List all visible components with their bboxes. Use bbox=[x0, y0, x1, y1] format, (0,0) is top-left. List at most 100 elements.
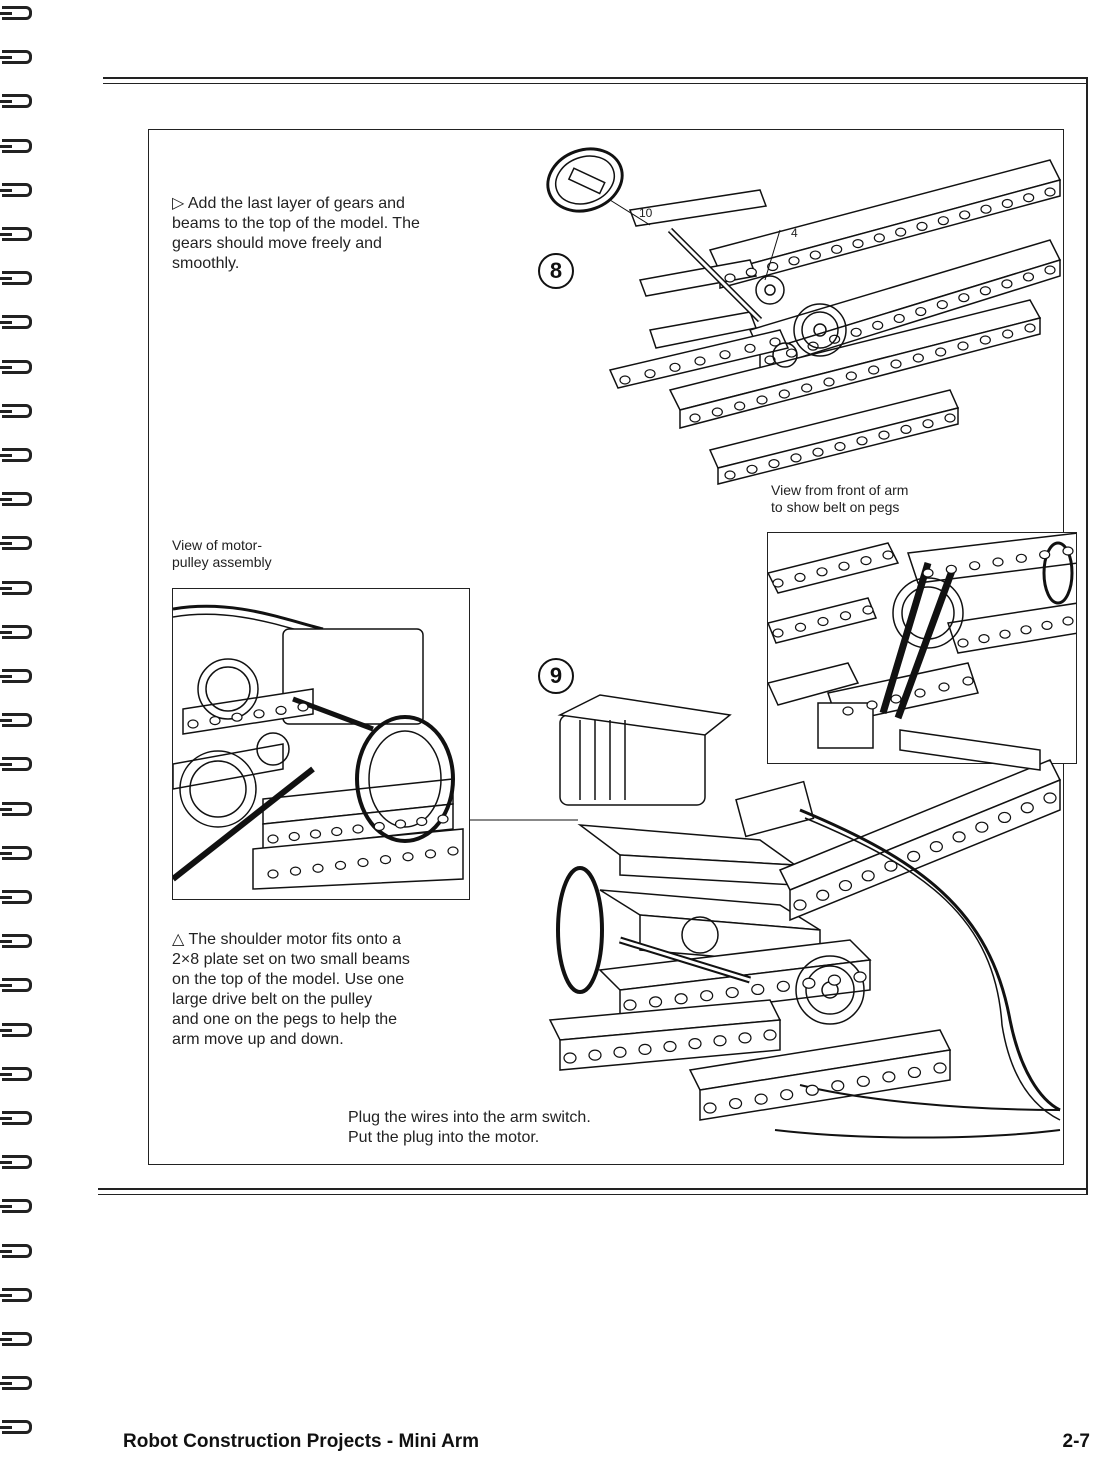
beam-hole bbox=[402, 852, 414, 862]
beam-hole bbox=[834, 441, 846, 452]
binding-ring bbox=[0, 182, 32, 197]
beam-hole bbox=[703, 1102, 717, 1114]
motor-pulley-illustration bbox=[173, 604, 464, 890]
beam-hole bbox=[962, 676, 974, 686]
beam-hole bbox=[915, 306, 927, 317]
beam-hole bbox=[912, 353, 924, 363]
binding-ring bbox=[0, 448, 32, 462]
beam-hole bbox=[725, 986, 739, 999]
beam-hole bbox=[978, 633, 990, 644]
beam-hole bbox=[929, 841, 943, 853]
beam-hole bbox=[719, 350, 731, 360]
beam-hole bbox=[957, 638, 969, 648]
bottom-rule-inner bbox=[98, 1194, 1088, 1195]
binding-ring bbox=[0, 492, 32, 507]
gear-illustration bbox=[755, 275, 847, 368]
binding-ring bbox=[0, 138, 32, 153]
beam-hole bbox=[447, 846, 459, 856]
pulley-wheel-illustration bbox=[546, 147, 624, 213]
binding-ring bbox=[0, 271, 32, 286]
step9-instruction: △ The shoulder motor fits onto a 2×8 pla… bbox=[172, 931, 410, 1048]
top-rule-inner bbox=[103, 83, 1088, 84]
beam-hole bbox=[563, 1052, 577, 1064]
binding-ring bbox=[0, 315, 32, 330]
beam-hole bbox=[831, 244, 843, 254]
beam-hole bbox=[933, 1062, 947, 1074]
beam-hole bbox=[999, 629, 1011, 639]
beam-hole bbox=[878, 430, 890, 440]
beam-hole bbox=[746, 464, 758, 474]
beam-hole bbox=[297, 702, 309, 712]
beam-hole bbox=[734, 401, 746, 411]
beam-hole bbox=[890, 694, 902, 704]
step8-illustration bbox=[546, 147, 1062, 485]
step8-instruction: ▷ Add the last layer of gears and beams … bbox=[172, 195, 420, 272]
beam-hole bbox=[253, 709, 265, 719]
beam-hole bbox=[914, 688, 926, 698]
beam-hole bbox=[275, 705, 287, 716]
beam-hole bbox=[1002, 329, 1014, 339]
beam-hole bbox=[945, 564, 957, 574]
beam-hole bbox=[588, 1049, 602, 1061]
beam-hole bbox=[231, 712, 243, 722]
beam-hole bbox=[764, 355, 776, 365]
beam-hole bbox=[1023, 193, 1035, 203]
right-rule bbox=[1086, 77, 1088, 1195]
beam-hole bbox=[744, 343, 756, 353]
beam-hole bbox=[801, 383, 813, 393]
beam-hole bbox=[856, 436, 868, 446]
binding-ring bbox=[0, 934, 32, 949]
beam-hole bbox=[907, 850, 921, 862]
beam-hole bbox=[745, 267, 757, 277]
beam-hole bbox=[357, 857, 369, 868]
beam-hole bbox=[331, 826, 343, 837]
binding-ring bbox=[0, 227, 32, 241]
binding-ring bbox=[0, 757, 32, 772]
beam-hole bbox=[394, 819, 407, 829]
beam-hole bbox=[842, 706, 854, 716]
binding-ring bbox=[0, 1376, 32, 1391]
beam-hole bbox=[992, 557, 1004, 567]
beam-hole bbox=[763, 1029, 777, 1041]
beam-hole bbox=[1001, 279, 1013, 289]
beam-hole bbox=[352, 824, 364, 834]
beam-hole bbox=[895, 227, 907, 237]
motor-pulley-inset bbox=[172, 588, 470, 900]
beam-hole bbox=[944, 413, 956, 423]
beam-hole bbox=[778, 389, 790, 399]
binding-ring bbox=[0, 1022, 32, 1037]
beam-hole bbox=[794, 572, 806, 583]
beam-hole bbox=[979, 335, 991, 345]
beam-hole bbox=[884, 860, 898, 872]
beam-hole bbox=[850, 327, 862, 337]
beam-hole bbox=[334, 860, 347, 870]
beam-hole bbox=[817, 616, 829, 627]
beam-hole bbox=[754, 1093, 768, 1105]
beam-hole bbox=[1044, 187, 1056, 197]
beam-hole bbox=[688, 1038, 702, 1050]
beam-hole bbox=[1041, 620, 1053, 631]
beam-hole bbox=[772, 628, 784, 638]
beam-hole bbox=[674, 993, 688, 1005]
binding-ring bbox=[0, 890, 32, 904]
beam-hole bbox=[936, 300, 948, 310]
beam-hole bbox=[788, 256, 800, 266]
step9-number-badge: 9 bbox=[538, 658, 574, 694]
beam-hole bbox=[1039, 550, 1051, 560]
footer-title: Robot Construction Projects - Mini Arm bbox=[123, 1431, 480, 1452]
beam-hole bbox=[1062, 616, 1074, 626]
beam-hole bbox=[922, 419, 934, 429]
beam-hole bbox=[873, 233, 885, 243]
beam-hole bbox=[860, 556, 872, 566]
beam-hole bbox=[853, 971, 867, 983]
beam-hole bbox=[267, 869, 279, 879]
beam-hole bbox=[289, 866, 302, 876]
step9-illustration bbox=[548, 694, 1062, 1139]
beam-hole bbox=[790, 453, 802, 463]
binding-ring bbox=[0, 1243, 32, 1258]
beam-hole bbox=[424, 849, 437, 859]
front-view-illustration bbox=[768, 533, 1076, 749]
beam-hole bbox=[838, 561, 850, 571]
front-view-inset bbox=[767, 532, 1077, 764]
beam-hole bbox=[893, 313, 905, 324]
